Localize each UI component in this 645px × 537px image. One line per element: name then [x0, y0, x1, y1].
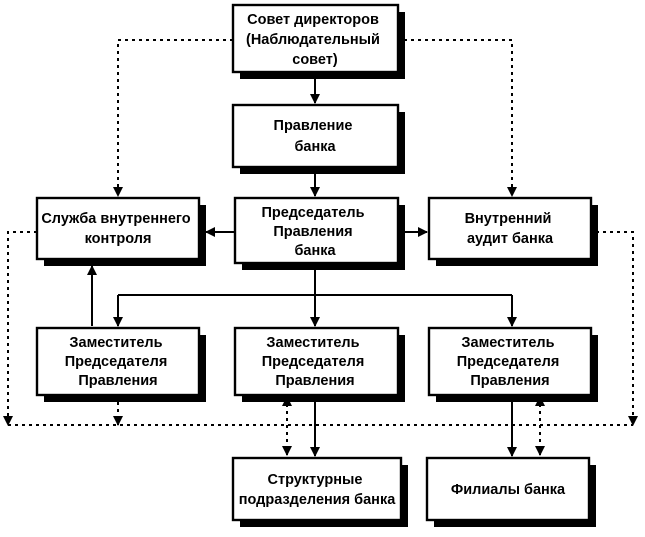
- internal-audit-label: Внутренний аудит банка: [465, 211, 556, 247]
- box-structural-units: Структурные подразделения банка: [231, 456, 408, 527]
- branches-label: Филиалы банка: [451, 482, 566, 498]
- structural-units-label: Структурные подразделения банка: [239, 472, 396, 508]
- box-board-of-directors: Совет директоров (Наблюдательный совет): [231, 3, 405, 79]
- connectors: [3, 39, 638, 457]
- deputy-center-label: Заместитель Председателя Правления: [262, 335, 369, 389]
- box-internal-audit: Внутренний аудит банка: [427, 196, 598, 266]
- dotted-audit-right: [596, 231, 638, 426]
- board-of-directors-label: Совет директоров (Наблюдательный совет): [246, 12, 384, 68]
- deputy-right-label: Заместитель Председателя Правления: [457, 335, 564, 389]
- chairman-label: Председатель Правления банка: [261, 205, 368, 259]
- box-branches: Филиалы банка: [425, 456, 596, 527]
- box-bank-management: Правление банка: [231, 103, 405, 174]
- box-chairman: Председатель Правления банка: [233, 196, 405, 270]
- box-deputy-left: Заместитель Председателя Правления: [35, 326, 206, 402]
- box-deputy-center: Заместитель Председателя Правления: [233, 326, 405, 402]
- dotted-control-left: [3, 231, 37, 426]
- internal-control-label: Служба внутреннего контроля: [41, 211, 194, 247]
- box-deputy-right: Заместитель Председателя Правления: [427, 326, 598, 402]
- deputy-left-label: Заместитель Председателя Правления: [65, 335, 172, 389]
- dotted-board-to-control: [113, 39, 233, 197]
- bank-management-label: Правление банка: [274, 118, 357, 155]
- dotted-board-to-audit: [397, 39, 517, 197]
- box-internal-control: Служба внутреннего контроля: [35, 196, 206, 266]
